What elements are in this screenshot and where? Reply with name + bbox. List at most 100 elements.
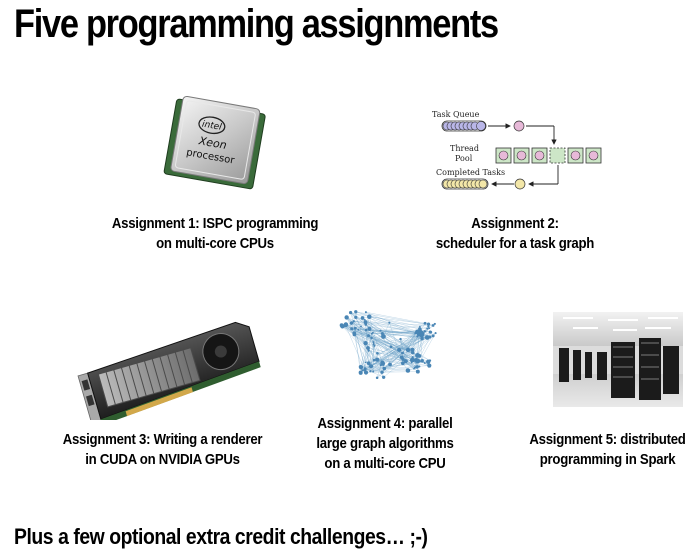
task-queue-label: Task Queue: [432, 110, 480, 119]
graph-edge: [384, 323, 435, 369]
graph-edge: [360, 333, 383, 368]
graph-edge: [354, 332, 418, 363]
graph-node: [424, 335, 430, 340]
graph-edge: [346, 317, 381, 331]
graph-node: [382, 366, 385, 369]
graph-node: [381, 334, 386, 339]
graph-node: [354, 315, 358, 319]
chip-line1-text: Xeon: [197, 134, 228, 152]
assignment-1-line1: Assignment 1: ISPC programming: [111, 215, 319, 232]
graph-edge: [365, 312, 420, 335]
graph-node: [427, 325, 430, 328]
graph-edge: [413, 336, 418, 351]
graph-node: [367, 326, 372, 331]
graph-node: [399, 337, 402, 341]
graph-node: [419, 325, 421, 328]
graph-node: [375, 357, 380, 362]
graph-node: [354, 310, 358, 314]
assignment-4-caption: Assignment 4: parallel large graph algor…: [284, 414, 486, 474]
graph-node: [367, 349, 370, 352]
graph-node: [380, 332, 384, 336]
graph-edge: [376, 365, 381, 378]
graph-edge: [365, 368, 385, 373]
graph-node: [358, 370, 362, 374]
assignment-3-line2: in CUDA on NVIDIA GPUs: [85, 451, 240, 468]
graph-node: [375, 376, 379, 380]
graph-node: [367, 363, 370, 366]
slide-title: Five programming assignments: [14, 2, 499, 46]
graph-edge: [377, 332, 422, 360]
graph-edge: [355, 311, 370, 364]
graph-edge: [345, 325, 365, 370]
graph-node: [350, 327, 354, 331]
graph-node: [363, 368, 367, 372]
graph-node: [420, 336, 424, 341]
graph-node: [364, 328, 368, 332]
graph-node: [410, 361, 413, 364]
graph-node: [363, 319, 366, 321]
graph-node: [401, 351, 404, 355]
graph-node: [382, 375, 386, 379]
graph-node: [361, 369, 364, 372]
graph-node: [413, 357, 419, 363]
graph-node: [372, 341, 375, 344]
graph-node: [415, 369, 420, 374]
graph-node: [418, 365, 421, 368]
graph-node: [401, 361, 405, 366]
slide-footer: Plus a few optional extra credit challen…: [14, 524, 428, 549]
graph-node: [412, 352, 415, 355]
graph-node: [367, 314, 372, 319]
graph-node: [429, 330, 433, 334]
graph-edge: [346, 317, 371, 372]
assignment-2-line2: scheduler for a task graph: [435, 235, 595, 252]
assignment-1-caption: Assignment 1: ISPC programming on multi-…: [105, 214, 325, 254]
graph-node: [433, 322, 436, 325]
assignment-3-line1: Assignment 3: Writing a renderer: [62, 431, 263, 448]
graph-node: [397, 347, 402, 352]
graph-edge: [346, 317, 381, 366]
thread-pool-label-1: Thread: [450, 144, 479, 153]
graph-edge: [369, 316, 429, 325]
graph-node: [415, 365, 419, 369]
graph-node: [412, 349, 415, 351]
graph-edge: [365, 368, 383, 372]
assignment-2-caption: Assignment 2: scheduler for a task graph: [414, 214, 616, 254]
graph-edge: [377, 332, 436, 378]
graph-node: [434, 332, 437, 335]
graph-node: [428, 327, 431, 330]
graph-edge: [353, 321, 359, 330]
graph-node: [363, 320, 368, 325]
graph-node: [431, 324, 435, 327]
graph-node: [418, 360, 421, 363]
graph-edge: [351, 322, 428, 338]
graph-node: [426, 327, 429, 330]
datacenter-image: [553, 312, 683, 407]
graph-node: [423, 362, 426, 364]
graph-node: [411, 356, 414, 359]
graph-node: [426, 359, 431, 364]
graph-edge: [350, 312, 430, 329]
graph-node: [416, 335, 419, 338]
graph-node: [370, 336, 373, 340]
graph-node: [349, 310, 352, 313]
graph-node: [388, 362, 392, 367]
graph-node: [360, 316, 365, 320]
graph-node: [369, 370, 372, 373]
graph-edge: [354, 323, 435, 335]
graph-node: [409, 357, 415, 363]
thread-pool: [495, 147, 602, 164]
graph-edge: [369, 316, 422, 333]
graph-node: [363, 370, 369, 375]
graph-node: [353, 326, 357, 330]
graph-edge: [346, 317, 372, 339]
graph-edge: [354, 334, 361, 367]
graph-node: [373, 344, 376, 347]
assignment-5-caption: Assignment 5: distributed programming in…: [513, 430, 700, 470]
graph-edge: [342, 326, 375, 361]
graph-node: [339, 323, 344, 328]
graph-node: [358, 365, 363, 369]
graph-node: [344, 315, 349, 320]
graph-edge: [354, 330, 425, 335]
assignment-4-line3: on a multi-core CPU: [324, 455, 446, 472]
graph-edge: [365, 328, 420, 344]
